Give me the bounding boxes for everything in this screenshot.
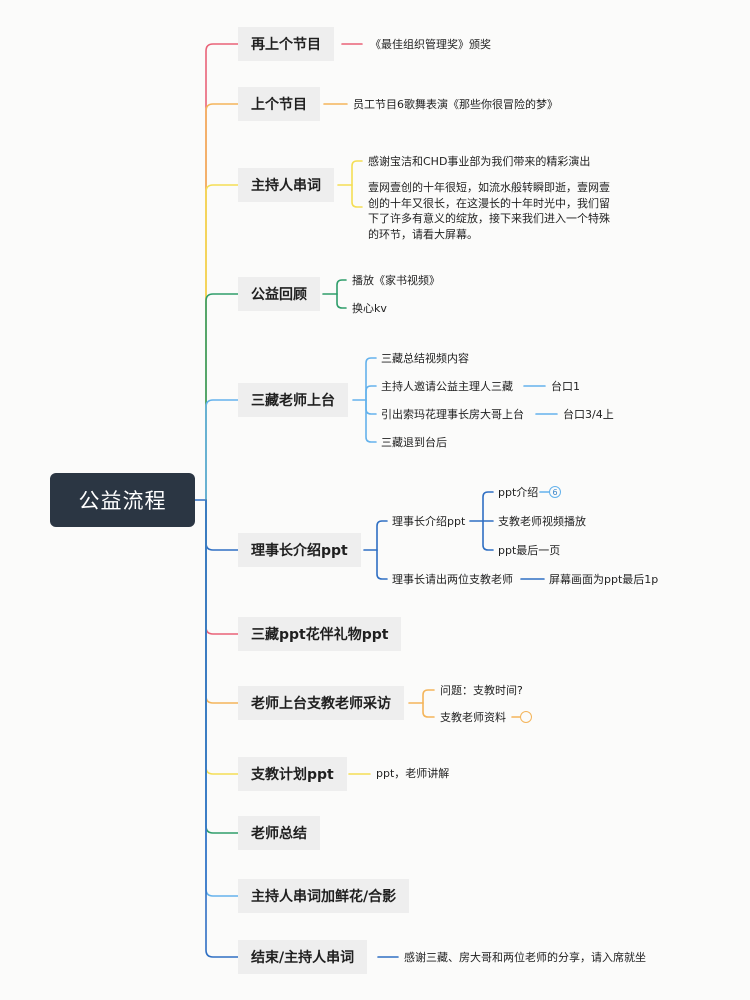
leaf-teacher-info[interactable]: 支教老师资料 bbox=[440, 711, 506, 724]
sub-connector bbox=[365, 399, 377, 415]
topic-node[interactable]: 老师上台支教老师采访 bbox=[238, 686, 404, 720]
sub-connector bbox=[365, 385, 377, 401]
branch-connector bbox=[205, 499, 239, 551]
leaf-question[interactable]: 问题：支教时间? bbox=[440, 684, 523, 697]
branch-connector bbox=[205, 184, 239, 501]
branch-connector bbox=[205, 399, 239, 501]
branch-connector bbox=[205, 499, 239, 635]
sub-connector bbox=[336, 293, 347, 309]
topic-node[interactable]: 支教计划ppt bbox=[238, 757, 347, 791]
leaf-host-paragraph[interactable]: 壹网壹创的十年很短，如流水般转瞬即逝，壹网壹创的十年又很长，在这漫长的十年时光中… bbox=[368, 181, 610, 241]
topic-node[interactable]: 主持人串词加鲜花/合影 bbox=[238, 879, 410, 913]
marker-circle bbox=[520, 711, 532, 723]
branch-connector bbox=[205, 499, 239, 958]
leaf-teacher-video[interactable]: 支教老师视频播放 bbox=[498, 515, 586, 528]
leaf-award[interactable]: 《最佳组织管理奖》颁奖 bbox=[370, 38, 491, 51]
topic-node[interactable]: 主持人串词 bbox=[238, 168, 334, 202]
topic-node[interactable]: 结束/主持人串词 bbox=[238, 940, 368, 974]
leaf-chair-invite[interactable]: 理事长请出两位支教老师 bbox=[392, 573, 513, 586]
leaf-change-kv[interactable]: 换心kv bbox=[352, 302, 387, 315]
sub-connector bbox=[365, 399, 377, 443]
sub-connector bbox=[482, 491, 494, 522]
branch-connector bbox=[205, 499, 239, 775]
leaf-play-video[interactable]: 播放《家书视频》 bbox=[352, 274, 440, 287]
leaf-chair-ppt[interactable]: 理事长介绍ppt bbox=[392, 515, 466, 528]
sub-connector bbox=[376, 520, 388, 551]
sub-connector bbox=[365, 357, 377, 401]
topic-node[interactable]: 三藏老师上台 bbox=[238, 383, 348, 417]
branch-connector bbox=[205, 43, 239, 501]
leaf-host-invite[interactable]: 主持人邀请公益主理人三藏 bbox=[381, 380, 513, 393]
sub-connector bbox=[422, 702, 435, 718]
topic-node[interactable]: 三藏ppt花伴礼物ppt bbox=[238, 617, 402, 651]
leaf-introduce-chair[interactable]: 引出索玛花理事长房大哥上台 bbox=[381, 408, 524, 421]
leaf-screen-last[interactable]: 屏幕画面为ppt最后1p bbox=[549, 573, 659, 586]
sub-connector bbox=[482, 520, 494, 551]
topic-node[interactable]: 老师总结 bbox=[238, 816, 320, 850]
branch-connector bbox=[205, 103, 239, 501]
topic-node[interactable]: 公益回顾 bbox=[238, 277, 320, 311]
leaf-ppt-intro[interactable]: ppt介绍 bbox=[498, 486, 539, 499]
root-node[interactable]: 公益流程 bbox=[50, 473, 195, 527]
leaf-closing[interactable]: 感谢三藏、房大哥和两位老师的分享，请入席就坐 bbox=[404, 951, 646, 964]
sub-connector bbox=[422, 689, 435, 704]
topic-node[interactable]: 上个节目 bbox=[238, 87, 320, 121]
sub-connector bbox=[376, 549, 388, 580]
sub-connector bbox=[351, 184, 363, 208]
topic-node[interactable]: 理事长介绍ppt bbox=[238, 533, 361, 567]
leaf-stage-1[interactable]: 台口1 bbox=[551, 380, 580, 393]
leaf-sanzang-summary[interactable]: 三藏总结视频内容 bbox=[381, 352, 469, 365]
leaf-ppt-teacher[interactable]: ppt，老师讲解 bbox=[376, 767, 450, 780]
leaf-sanzang-back[interactable]: 三藏退到台后 bbox=[381, 436, 447, 449]
marker-badge: 6 bbox=[549, 486, 561, 498]
branch-connector bbox=[205, 499, 239, 897]
leaf-stage-34[interactable]: 台口3/4上 bbox=[563, 408, 614, 421]
sub-connector bbox=[336, 279, 347, 295]
topic-node[interactable]: 再上个节目 bbox=[238, 27, 334, 61]
leaf-ppt-last[interactable]: ppt最后一页 bbox=[498, 544, 561, 557]
branch-connector bbox=[205, 499, 239, 704]
leaf-dance[interactable]: 员工节目6歌舞表演《那些你很冒险的梦》 bbox=[353, 98, 558, 111]
sub-connector bbox=[351, 160, 363, 186]
branch-connector bbox=[205, 293, 239, 501]
leaf-host-thanks[interactable]: 感谢宝洁和CHD事业部为我们带来的精彩演出 bbox=[368, 155, 591, 168]
